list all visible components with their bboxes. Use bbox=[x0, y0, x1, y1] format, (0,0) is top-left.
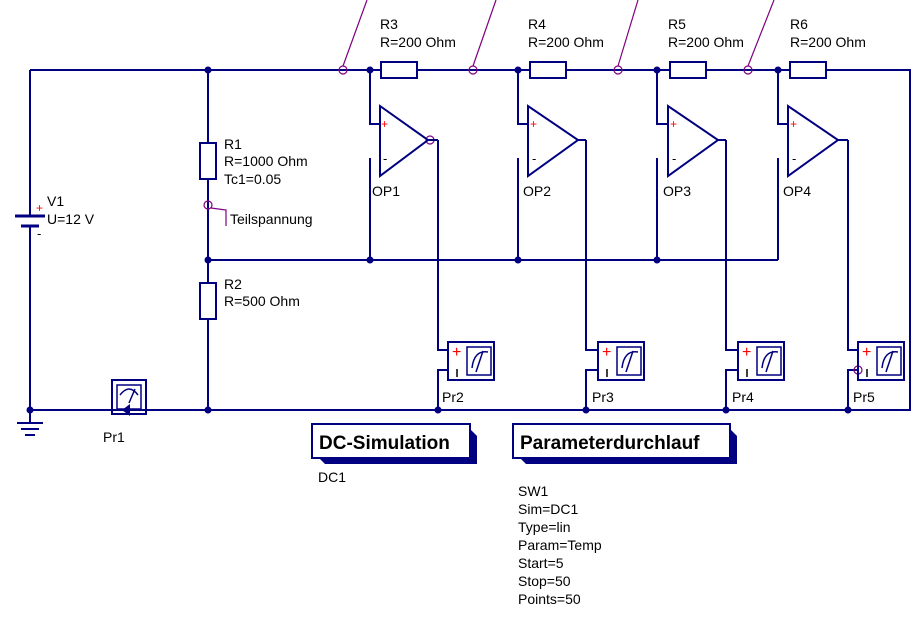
op4-name: OP4 bbox=[783, 183, 811, 199]
opamp-op1[interactable]: + - OP1 bbox=[372, 104, 438, 199]
r2-value: R=500 Ohm bbox=[224, 293, 300, 309]
resistor-r3[interactable]: R3 R=200 Ohm bbox=[370, 16, 456, 79]
pr2-name: Pr2 bbox=[442, 389, 464, 405]
r5-name: R5 bbox=[668, 16, 686, 32]
v1-plus-sign: + bbox=[36, 201, 43, 215]
ammeter-pr1[interactable]: Pr1 bbox=[98, 379, 160, 445]
r3-value: R=200 Ohm bbox=[380, 34, 456, 50]
v1-value: U=12 V bbox=[47, 211, 95, 227]
op4-minus-sign: - bbox=[792, 151, 796, 166]
voltmeter-pr4[interactable]: + Pr4 bbox=[732, 341, 785, 405]
op1-minus-sign: - bbox=[383, 151, 387, 166]
resistor-r2[interactable]: R2 R=500 Ohm bbox=[199, 276, 300, 322]
parameter-sweep-title: Parameterdurchlauf bbox=[520, 433, 700, 454]
opamp-op4[interactable]: + - OP4 bbox=[783, 104, 848, 199]
op2-name: OP2 bbox=[523, 183, 551, 199]
op4-plus-sign: + bbox=[790, 117, 797, 131]
r5-value: R=200 Ohm bbox=[668, 34, 744, 50]
r1-tc: Tc1=0.05 bbox=[224, 171, 281, 187]
opamp-op3[interactable]: + - OP3 bbox=[663, 104, 726, 199]
wires bbox=[17, 69, 911, 436]
parameter-sweep-name: SW1 bbox=[518, 483, 549, 499]
sweep-prop-points: Points=50 bbox=[518, 591, 581, 607]
pr2-plus-sign: + bbox=[452, 344, 461, 361]
r1-value: R=1000 Ohm bbox=[224, 153, 308, 169]
dc-simulation-name: DC1 bbox=[318, 469, 346, 485]
r4-value: R=200 Ohm bbox=[528, 34, 604, 50]
resistor-r1[interactable]: R1 R=1000 Ohm Tc1=0.05 bbox=[199, 136, 308, 187]
op1-name: OP1 bbox=[372, 183, 400, 199]
parameter-sweep-block[interactable]: Parameterdurchlauf SW1 Sim=DC1 Type=lin … bbox=[512, 423, 737, 607]
voltmeter-pr5[interactable]: + Pr5 bbox=[853, 341, 905, 405]
pr4-name: Pr4 bbox=[732, 389, 754, 405]
wire-label-teilspannung[interactable]: Teilspannung bbox=[230, 211, 313, 227]
resistor-r5[interactable]: R5 R=200 Ohm bbox=[657, 16, 744, 79]
r3-name: R3 bbox=[380, 16, 398, 32]
v1-name: V1 bbox=[47, 193, 64, 209]
voltmeter-pr2[interactable]: + Pr2 bbox=[442, 341, 495, 405]
r2-name: R2 bbox=[224, 276, 242, 292]
op1-plus-sign: + bbox=[381, 117, 388, 131]
op2-minus-sign: - bbox=[532, 151, 536, 166]
op3-plus-sign: + bbox=[670, 117, 677, 131]
pr3-plus-sign: + bbox=[602, 344, 611, 361]
sweep-prop-stop: Stop=50 bbox=[518, 573, 571, 589]
r1-name: R1 bbox=[224, 136, 242, 152]
pr3-name: Pr3 bbox=[592, 389, 614, 405]
op3-minus-sign: - bbox=[672, 151, 676, 166]
dc-simulation-block[interactable]: DC-Simulation DC1 bbox=[311, 423, 477, 485]
pr5-name: Pr5 bbox=[853, 389, 875, 405]
sweep-prop-start: Start=5 bbox=[518, 555, 564, 571]
op2-plus-sign: + bbox=[530, 117, 537, 131]
pr5-plus-sign: + bbox=[862, 344, 871, 361]
sweep-prop-type: Type=lin bbox=[518, 519, 571, 535]
sweep-prop-param: Param=Temp bbox=[518, 537, 602, 553]
pr1-name: Pr1 bbox=[103, 429, 125, 445]
sweep-prop-sim: Sim=DC1 bbox=[518, 501, 579, 517]
voltage-source-v1[interactable]: + - V1 U=12 V bbox=[15, 193, 95, 244]
op3-name: OP3 bbox=[663, 183, 691, 199]
r4-name: R4 bbox=[528, 16, 546, 32]
r6-value: R=200 Ohm bbox=[790, 34, 866, 50]
pr4-plus-sign: + bbox=[742, 344, 751, 361]
r6-name: R6 bbox=[790, 16, 808, 32]
resistor-r6[interactable]: R6 R=200 Ohm bbox=[778, 16, 866, 79]
resistor-r4[interactable]: R4 R=200 Ohm bbox=[518, 16, 604, 79]
voltmeter-pr3[interactable]: + Pr3 bbox=[592, 341, 645, 405]
v1-minus-sign: - bbox=[37, 226, 41, 241]
dc-simulation-title: DC-Simulation bbox=[319, 433, 450, 454]
opamp-op2[interactable]: + - OP2 bbox=[523, 104, 586, 199]
